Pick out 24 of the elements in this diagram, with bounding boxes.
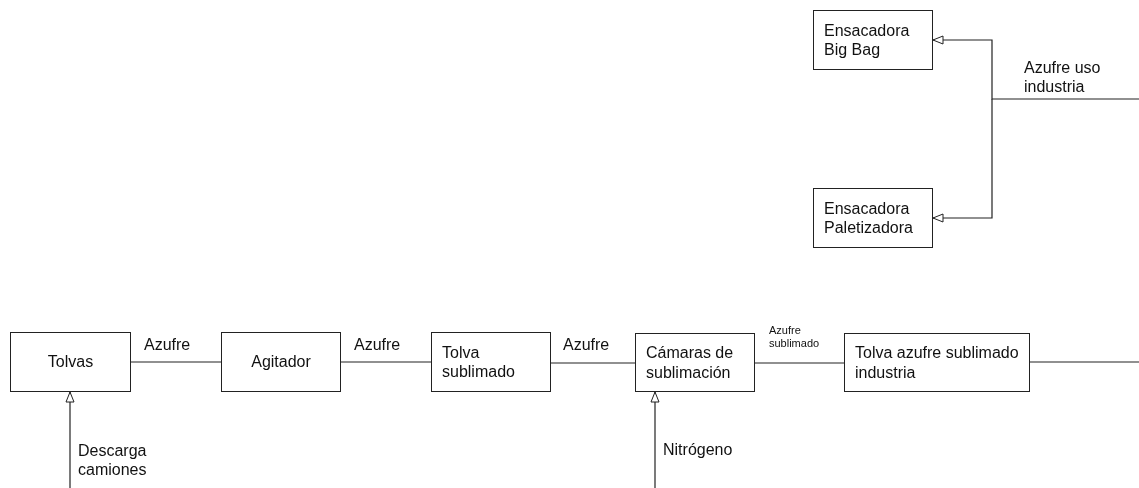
connector-line — [550, 362, 636, 364]
box-label: Ensacadora Big Bag — [824, 20, 911, 60]
process-box — [10, 332, 131, 392]
process-box — [221, 332, 341, 392]
box-label: Tolva sublimado — [442, 342, 516, 382]
process-box — [813, 188, 933, 248]
connector-line — [932, 35, 1139, 100]
box-label: Agitador — [251, 352, 311, 372]
box-label: Tolvas — [47, 352, 94, 372]
connector-line — [650, 391, 660, 488]
connector-line — [130, 361, 222, 363]
edge-label: Nitrógeno — [663, 440, 733, 460]
connector-line — [1029, 361, 1139, 363]
box-label: Tolva azufre sublimado industria — [855, 343, 1019, 382]
box-label: Cámaras de sublimación — [646, 343, 735, 382]
process-box — [431, 332, 551, 392]
connector-line — [340, 361, 432, 363]
process-box — [844, 333, 1030, 392]
connector-line — [65, 391, 75, 488]
connector-line — [754, 362, 845, 364]
connector-line — [932, 98, 993, 223]
process-box — [813, 10, 933, 70]
box-label: Ensacadora Paletizadora — [824, 198, 914, 238]
process-box — [635, 333, 755, 392]
